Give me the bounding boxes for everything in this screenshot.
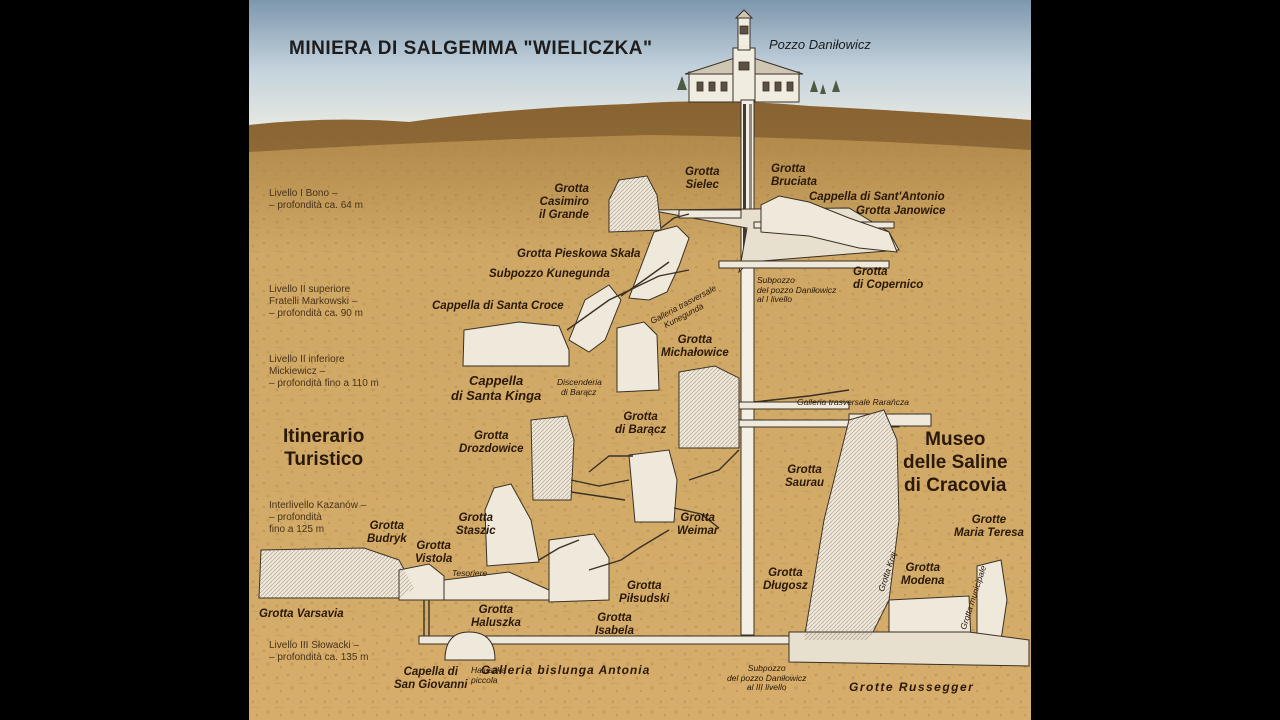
museo-saline: Museo delle Saline di Cracovia	[903, 429, 1008, 496]
trees	[677, 76, 840, 102]
main-shaft	[740, 99, 755, 636]
label-cappella-croce: Cappella di Santa Croce	[432, 300, 564, 312]
mine-diagram: MINIERA DI SALGEMMA "WIELICZKA" Pozzo Da…	[249, 0, 1031, 720]
level-1: Livello I Bono – – profondità ca. 64 m	[269, 188, 363, 211]
interlevel-kazanow: Interlivello Kazanów – – profondità fino…	[269, 500, 367, 535]
mine-cross-section	[249, 0, 1031, 720]
label-grotte-russegger: Grotte Russegger	[849, 680, 975, 694]
level-2-lower: Livello II inferiore Mickiewicz – – prof…	[269, 354, 379, 389]
label-grotta-varsavia: Grotta Varsavia	[259, 608, 344, 620]
label-subpozzo-kunegunda: Subpozzo Kunegunda	[489, 268, 610, 280]
shaft-label: Pozzo Daniłowicz	[769, 37, 871, 52]
label-grotta-janowice: Grotta Janowice	[856, 205, 946, 217]
label-galleria-antonia: Galleria bislunga Antonia	[481, 663, 651, 677]
shaft-building	[684, 9, 804, 103]
shaft-ladder	[743, 104, 752, 254]
label-cappella-antonio: Cappella di Sant'Antonio	[809, 191, 945, 203]
level-3: Livello III Słowacki – – profondità ca. …	[269, 640, 369, 663]
level-2-upper: Livello II superiore Fratelli Markowski …	[269, 284, 363, 319]
label-tesoriere: Tesoriere	[452, 568, 488, 578]
label-grotta-pieskowa: Grotta Pieskowa Skała	[517, 248, 641, 260]
map-title: MINIERA DI SALGEMMA "WIELICZKA"	[289, 38, 653, 59]
label-galleria-raranecza: Galleria trasversale Rarańcza	[797, 397, 909, 407]
itinerario-turistico: Itinerario Turistico	[283, 426, 365, 470]
